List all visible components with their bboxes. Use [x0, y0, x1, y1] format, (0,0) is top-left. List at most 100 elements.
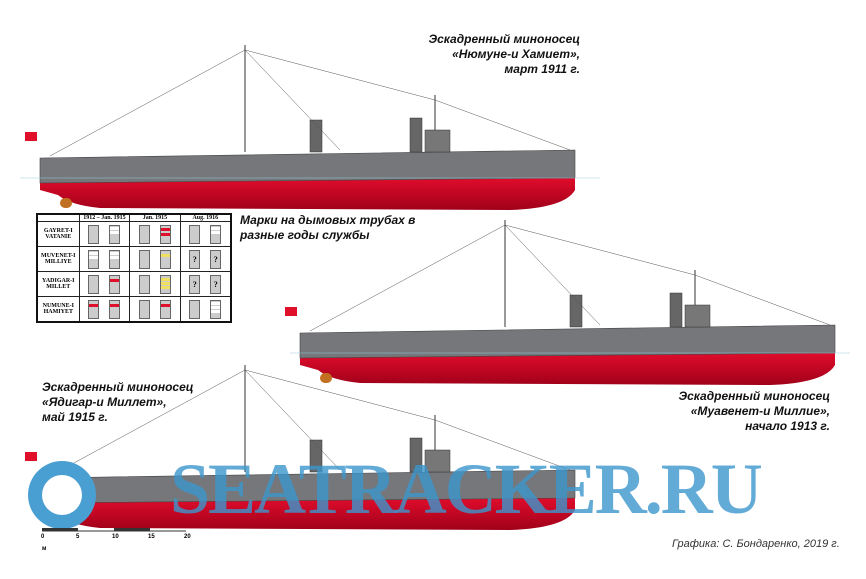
- funnel-band: [211, 309, 221, 313]
- funnel-band: [89, 303, 99, 307]
- funnel-band: [160, 227, 170, 231]
- caption-line: разные годы службы: [240, 228, 370, 242]
- funnel-icon: [138, 274, 150, 294]
- funnel-band: [211, 226, 221, 230]
- marks-cell: ??: [179, 246, 232, 273]
- funnel-icon: [109, 299, 121, 319]
- funnel-band: [110, 255, 120, 259]
- funnel-band: [211, 301, 221, 305]
- funnel-icon: [159, 274, 171, 294]
- caption-line: Марки на дымовых трубах в: [240, 213, 416, 227]
- marks-cell: [179, 296, 232, 323]
- funnel-band: [89, 251, 99, 255]
- funnel-band: [110, 226, 120, 230]
- funnel-icon: [159, 249, 171, 269]
- column-header: 1912 – Jan. 1915: [78, 213, 131, 223]
- funnel-icon: [109, 249, 121, 269]
- funnel-band: [160, 285, 170, 289]
- caption-ship3: Эскадренный миноносец «Ядигар-и Миллет»,…: [42, 380, 194, 425]
- funnel-band: [89, 255, 99, 259]
- funnel-band: [160, 253, 170, 257]
- funnel-icon: [88, 224, 100, 244]
- funnel-band: [110, 230, 120, 234]
- ship-name: YADIGAR-I: [42, 278, 75, 285]
- ship-name: MILLET: [46, 284, 71, 291]
- ship-name: MILLIYE: [44, 259, 72, 266]
- caption-line: Эскадренный миноносец: [678, 389, 831, 403]
- funnel-icon: ?: [210, 249, 222, 269]
- marks-cell: [78, 271, 131, 298]
- scale-tick: 5: [76, 534, 80, 540]
- funnel-icon: ?: [189, 249, 201, 269]
- ship-name: MUVENET-I: [41, 253, 76, 260]
- marks-cell: [129, 246, 181, 273]
- column-header: Jan. 1915: [129, 213, 181, 223]
- funnel-icon: [210, 299, 222, 319]
- funnel-icon: [109, 274, 121, 294]
- ship-name: NUMUNE-I: [42, 303, 74, 310]
- funnel-band: [160, 303, 170, 307]
- funnel-icon: [138, 224, 150, 244]
- marks-cell: ??: [179, 271, 232, 298]
- funnel-band: [211, 305, 221, 309]
- funnel-icon: [189, 224, 201, 244]
- watermark: SEATRACKER.RU: [170, 449, 763, 529]
- marks-cell: [78, 221, 131, 248]
- ship-muavenet-i-milliye: [284, 219, 836, 386]
- corner-cell: [36, 213, 80, 223]
- funnel-band: [160, 277, 170, 281]
- funnel-band: [160, 232, 170, 236]
- marks-cell: [129, 296, 181, 323]
- ship-name: HAMIYET: [43, 309, 73, 316]
- marks-cell: [129, 271, 181, 298]
- ship-name: VATANIE: [45, 234, 72, 241]
- funnel-icon: [88, 274, 100, 294]
- funnel-band: [211, 230, 221, 234]
- funnel-icon: [138, 249, 150, 269]
- funnel-band: [110, 278, 120, 282]
- table-title: Марки на дымовых трубах в разные годы сл…: [240, 213, 415, 243]
- scale-bar: [42, 528, 186, 532]
- caption-line: Эскадренный миноносец: [42, 380, 194, 394]
- funnel-icon: [88, 299, 100, 319]
- marks-cell: [129, 221, 181, 248]
- ship-name: GAYRET-I: [43, 228, 73, 235]
- caption-line: начало 1913 г.: [745, 419, 830, 433]
- scale-tick: 10: [112, 534, 119, 540]
- scale-tick: 15: [148, 534, 155, 540]
- funnel-icon: [159, 224, 171, 244]
- funnel-band: [110, 303, 120, 307]
- caption-line: Эскадренный миноносец: [428, 32, 581, 46]
- caption-line: май 1915 г.: [42, 410, 108, 424]
- caption-ship1: Эскадренный миноносец «Нюмуне-и Хамиет»,…: [380, 32, 581, 77]
- marks-cell: [78, 296, 131, 323]
- scale-tick: 0: [41, 534, 45, 540]
- caption-line: «Ядигар-и Миллет»,: [42, 395, 167, 409]
- funnel-marks-table: 1912 – Jan. 1915 Jan. 1915 Aug. 1916 GAY…: [36, 213, 232, 323]
- funnel-band: [160, 281, 170, 285]
- funnel-icon: ?: [210, 274, 222, 294]
- funnel-icon: [138, 299, 150, 319]
- funnel-band: [110, 251, 120, 255]
- funnel-icon: [189, 299, 201, 319]
- scale-unit: м: [42, 546, 47, 552]
- caption-ship2: Эскадренный миноносец «Муавенет-и Миллие…: [630, 389, 831, 434]
- funnel-icon: ?: [189, 274, 201, 294]
- credit: Графика: С. Бондаренко, 2019 г.: [672, 538, 840, 550]
- marks-cell: [179, 221, 232, 248]
- funnel-icon: [109, 224, 121, 244]
- funnel-icon: [159, 299, 171, 319]
- marks-cell: [78, 246, 131, 273]
- caption-line: «Нюмуне-и Хамиет»,: [452, 47, 580, 61]
- scale-tick: 20: [184, 534, 191, 540]
- caption-line: март 1911 г.: [504, 62, 580, 76]
